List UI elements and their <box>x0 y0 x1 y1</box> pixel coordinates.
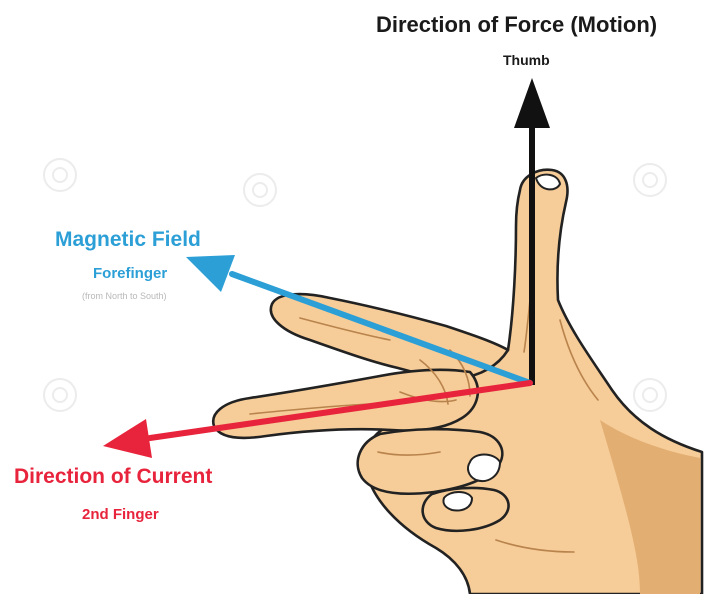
second-finger-label: 2nd Finger <box>82 506 159 523</box>
hand-crease-lines <box>249 299 599 553</box>
thumb-label: Thumb <box>503 52 550 68</box>
camera-watermark-icon <box>243 173 277 207</box>
current-arrow <box>103 380 533 458</box>
arrow-head-current <box>103 419 152 458</box>
hand-shadow <box>600 420 700 594</box>
current-direction-title: Direction of Current <box>14 465 213 488</box>
force-direction-title: Direction of Force (Motion) <box>376 12 658 37</box>
left-hand-icon <box>211 168 704 594</box>
forefinger-label: Forefinger <box>93 265 168 282</box>
camera-watermark-icon <box>633 163 667 197</box>
camera-watermark-icon <box>633 378 667 412</box>
force-arrow <box>514 78 550 385</box>
magnetic-field-arrow <box>186 255 533 386</box>
little-finger-nail <box>442 491 473 512</box>
hand-second-finger <box>211 368 480 440</box>
magnetic-field-note: (from North to South) <box>82 291 167 301</box>
camera-watermark-icon <box>43 158 77 192</box>
ring-finger-nail <box>467 453 501 482</box>
thumb-nail <box>535 173 561 191</box>
arrow-head-field <box>186 255 235 292</box>
arrow-head-force <box>514 78 550 128</box>
camera-watermark-icon <box>43 378 77 412</box>
hand-forefinger <box>269 292 510 380</box>
magnetic-field-title: Magnetic Field <box>55 228 201 251</box>
